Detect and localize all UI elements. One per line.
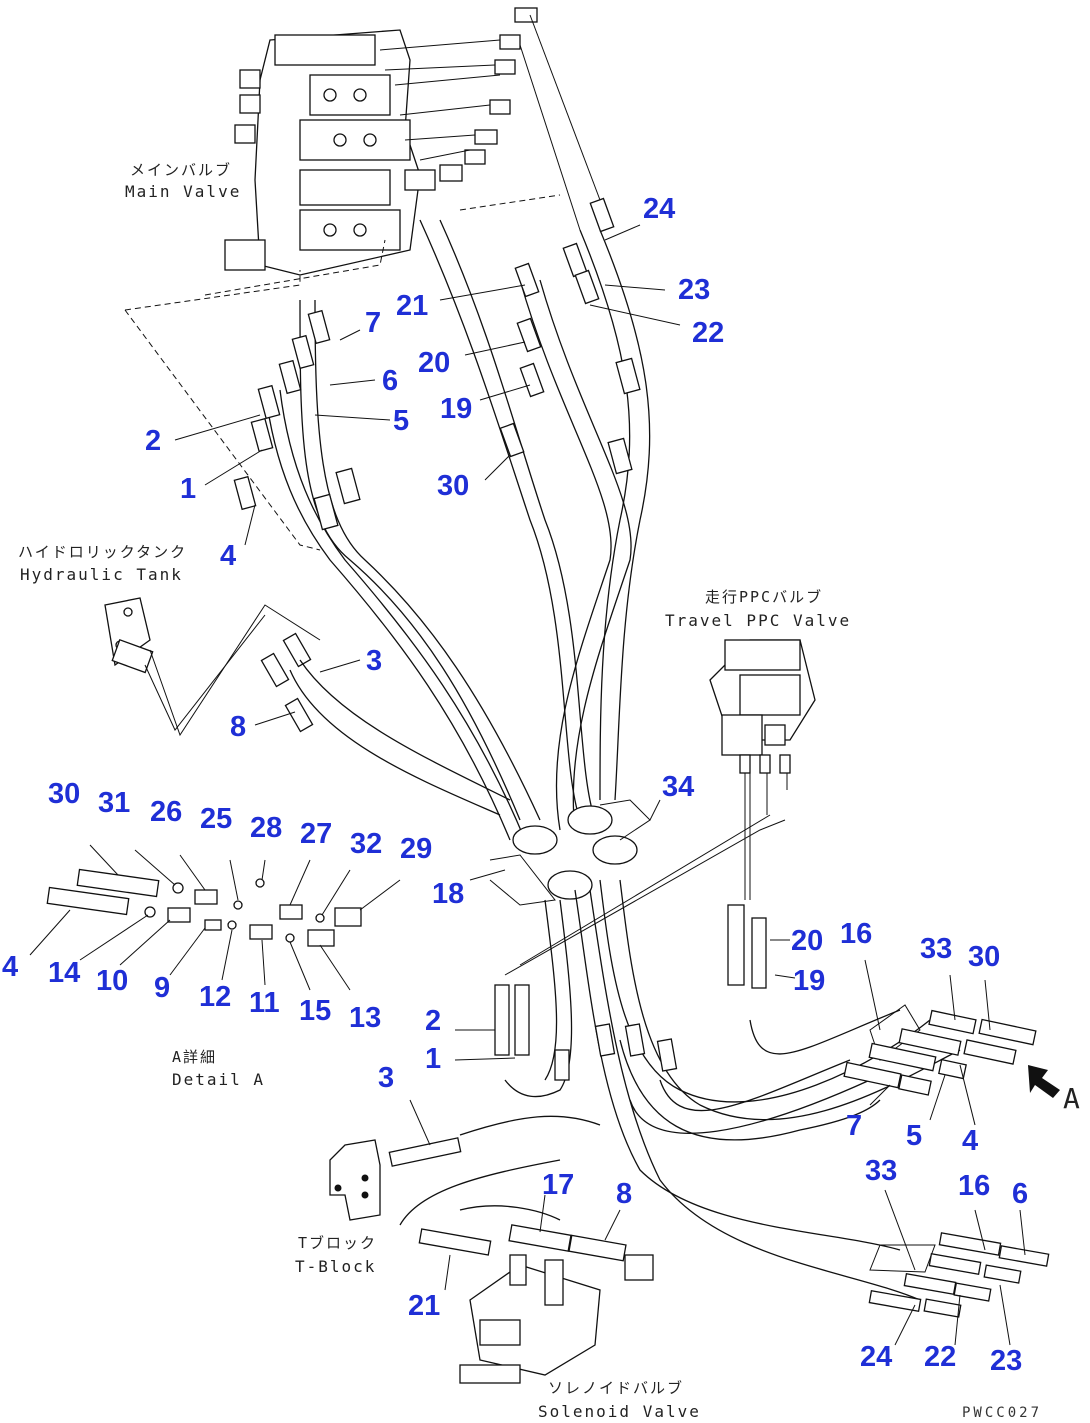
callout-3-lower: 3: [378, 1062, 394, 1094]
detail-callout-31: 31: [98, 787, 130, 819]
callout-16-lower: 16: [958, 1170, 990, 1202]
detail-callout-4: 4: [2, 951, 18, 983]
drawing-code: PWCC027: [962, 1405, 1042, 1421]
callout-23-lower: 23: [990, 1345, 1022, 1377]
callout-17: 17: [542, 1169, 574, 1201]
lower-fittings: [494, 814, 786, 1081]
hydraulic-tank-flange: [104, 597, 511, 816]
callout-7: 7: [365, 307, 381, 339]
callout-4: 4: [220, 540, 236, 572]
detail-callout-9: 9: [154, 972, 170, 1004]
callout-22: 22: [692, 317, 724, 349]
callout-4-lower: 4: [962, 1125, 978, 1157]
callout-20-lower: 20: [791, 925, 823, 957]
right-fittings-lower: [868, 1232, 1050, 1318]
solenoid-valve-drawing: [418, 1205, 654, 1384]
hydraulic-tank-label-en: Hydraulic Tank: [20, 565, 183, 584]
main-valve-label-jp: メインバルブ: [130, 161, 232, 179]
callout-24-lower: 24: [860, 1341, 892, 1373]
callout-18: 18: [432, 878, 464, 910]
detail-callout-14: 14: [48, 957, 80, 989]
callout-2: 2: [145, 425, 161, 457]
detail-a-parts: [29, 844, 401, 991]
callout-22-lower: 22: [924, 1341, 956, 1373]
solenoid-label-en: Solenoid Valve: [538, 1402, 701, 1421]
callout-6: 6: [382, 365, 398, 397]
callout-34: 34: [662, 771, 694, 803]
travel-ppc-valve: [709, 639, 816, 900]
callout-1-lower: 1: [425, 1043, 441, 1075]
callout-3: 3: [366, 645, 382, 677]
detail-callout-29: 29: [400, 833, 432, 865]
callout-1: 1: [180, 473, 196, 505]
main-valve-label-en: Main Valve: [125, 182, 241, 201]
callout-2-lower: 2: [425, 1005, 441, 1037]
leader-lines: [174, 224, 1026, 1346]
travel-ppc-label-jp: 走行PPCバルブ: [705, 588, 823, 606]
detail-callout-28: 28: [250, 812, 282, 844]
detail-callout-27: 27: [300, 818, 332, 850]
upper-hose-bundle: [264, 219, 651, 841]
callout-5-lower: 5: [906, 1120, 922, 1152]
callout-33: 33: [920, 933, 952, 965]
detail-callout-15: 15: [299, 995, 331, 1027]
callout-6-lower: 6: [1012, 1178, 1028, 1210]
right-fittings-upper: [843, 1004, 1037, 1096]
solenoid-label-jp: ソレノイドバルブ: [548, 1379, 684, 1397]
detail-a-label-jp: A詳細: [172, 1048, 217, 1066]
detail-callout-25: 25: [200, 803, 232, 835]
t-block-label-jp: Tブロック: [298, 1234, 377, 1252]
callout-21-lower: 21: [408, 1290, 440, 1322]
t-block-drawing: [329, 1115, 601, 1226]
main-valve-port-lines: [379, 14, 601, 231]
hose-clamps: [489, 799, 651, 906]
callout-30-lower: 30: [968, 941, 1000, 973]
callout-19: 19: [440, 393, 472, 425]
callout-16: 16: [840, 918, 872, 950]
callout-20: 20: [418, 347, 450, 379]
view-a-letter: A: [1063, 1082, 1082, 1115]
upper-fittings: [233, 197, 641, 531]
main-valve-dashed-guides: [124, 194, 561, 551]
main-valve-drawing: [224, 7, 538, 276]
callout-5: 5: [393, 405, 409, 437]
travel-ppc-label-en: Travel PPC Valve: [665, 611, 851, 630]
detail-callout-11: 11: [249, 987, 280, 1019]
callout-7-lower: 7: [846, 1110, 862, 1142]
callout-23: 23: [678, 274, 710, 306]
callout-24: 24: [643, 193, 675, 225]
detail-callout-12: 12: [199, 981, 231, 1013]
t-block-label-en: T-Block: [295, 1257, 376, 1276]
view-arrow-a: [1028, 1065, 1060, 1098]
callout-30: 30: [437, 470, 469, 502]
detail-callout-10: 10: [96, 965, 128, 997]
callout-8-lower: 8: [616, 1178, 632, 1210]
lower-hose-bundle: [504, 879, 961, 1301]
detail-a-label-en: Detail A: [172, 1070, 265, 1089]
callout-8: 8: [230, 711, 246, 743]
callout-19-lower: 19: [793, 965, 825, 997]
callout-numbers: 24 23 22 21 20 19 30 7 6 5 2 1 4 3 8 34 …: [2, 193, 1028, 1377]
detail-callout-32: 32: [350, 828, 382, 860]
detail-callout-26: 26: [150, 796, 182, 828]
callout-21: 21: [396, 290, 428, 322]
detail-callout-13: 13: [349, 1002, 381, 1034]
hydraulic-tank-label-jp: ハイドロリックタンク: [18, 543, 187, 561]
callout-33-lower: 33: [865, 1155, 897, 1187]
detail-callout-30: 30: [48, 778, 80, 810]
